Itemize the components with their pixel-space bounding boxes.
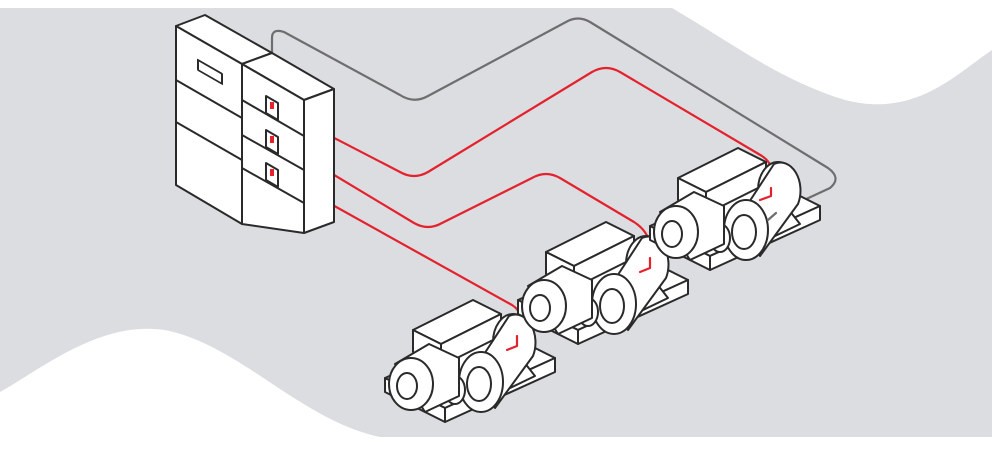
control-cabinet [175, 14, 335, 234]
cabinet-right-side [303, 88, 335, 234]
cabinet-nameplate [197, 58, 223, 85]
signal-cable [270, 17, 837, 216]
breaker-1 [265, 95, 279, 121]
breaker-2 [265, 129, 279, 155]
power-cable-2 [270, 137, 652, 264]
cable-terminals [505, 186, 778, 352]
breaker-3 [265, 162, 279, 188]
